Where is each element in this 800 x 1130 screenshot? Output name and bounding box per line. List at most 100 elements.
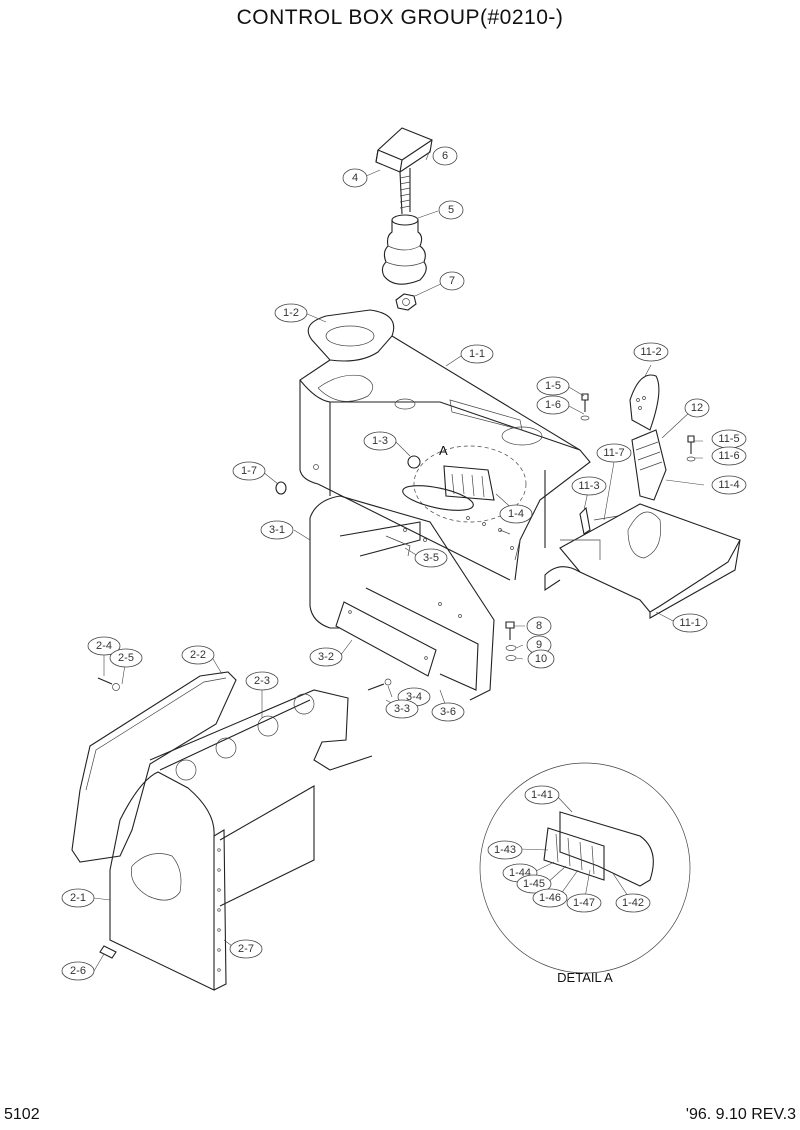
- knob-boot-part: [381, 214, 427, 285]
- callout-2-5: 2-5: [109, 648, 143, 668]
- svg-text:3-3: 3-3: [394, 703, 410, 715]
- callout-1-47: 1-47: [566, 893, 602, 913]
- callout-2-6: 2-6: [61, 961, 95, 981]
- callout-3-6: 3-6: [431, 702, 465, 722]
- side-cover-2-1: [109, 771, 227, 991]
- svg-text:1-5: 1-5: [545, 380, 561, 392]
- svg-text:3-5: 3-5: [423, 552, 439, 564]
- svg-text:1-42: 1-42: [622, 897, 644, 909]
- callout-1-1: 1-1: [460, 344, 494, 364]
- callout-11-2: 11-2: [633, 342, 669, 362]
- svg-text:2-4: 2-4: [96, 640, 112, 652]
- svg-text:1-41: 1-41: [531, 789, 553, 801]
- callout-2-1: 2-1: [61, 888, 95, 908]
- svg-text:11-1: 11-1: [679, 617, 700, 629]
- callout-3-2: 3-2: [309, 647, 343, 667]
- svg-text:2-2: 2-2: [190, 649, 206, 661]
- svg-text:3-6: 3-6: [440, 706, 456, 718]
- revision-date: '96. 9.10 REV.3: [685, 1106, 796, 1123]
- svg-text:2-6: 2-6: [70, 965, 86, 977]
- svg-text:3-2: 3-2: [318, 651, 334, 663]
- callout-11-5: 11-5: [711, 429, 747, 449]
- callout-2-2: 2-2: [181, 645, 215, 665]
- callout-2-4: 2-4: [87, 636, 121, 656]
- svg-text:1-1: 1-1: [469, 348, 485, 360]
- diagram-title: CONTROL BOX GROUP(#0210-): [236, 6, 564, 29]
- callout-11-1: 11-1: [672, 613, 708, 633]
- detail-a-view: [479, 762, 691, 974]
- side-panel-2-2: [71, 671, 237, 863]
- detail-marker-a: A: [439, 443, 448, 458]
- bolt-2-4-2-5: [97, 677, 120, 691]
- callout-2-7: 2-7: [229, 939, 263, 959]
- detail-a-label: DETAIL A: [557, 970, 613, 985]
- callout-2-3: 2-3: [245, 671, 279, 691]
- callout-1-42: 1-42: [615, 893, 651, 913]
- callout-12: 12: [684, 398, 710, 418]
- svg-text:6: 6: [442, 150, 448, 162]
- svg-text:2-7: 2-7: [238, 943, 254, 955]
- callout-1-41: 1-41: [524, 785, 560, 805]
- callout-5: 5: [438, 200, 464, 220]
- screw-3-3-3-4: [367, 678, 392, 691]
- svg-text:1-7: 1-7: [241, 465, 257, 477]
- callout-6: 6: [432, 146, 458, 166]
- svg-text:1-3: 1-3: [372, 435, 388, 447]
- svg-text:11-7: 11-7: [603, 447, 624, 459]
- svg-text:4: 4: [352, 172, 358, 184]
- svg-text:1-6: 1-6: [545, 399, 561, 411]
- page-number: 5102: [4, 1106, 40, 1123]
- svg-text:2-1: 2-1: [70, 892, 86, 904]
- leader-lines: [93, 149, 705, 972]
- callout-1-4: 1-4: [499, 504, 533, 524]
- callout-3-1: 3-1: [260, 520, 294, 540]
- svg-text:8: 8: [536, 620, 542, 632]
- svg-text:2-3: 2-3: [254, 675, 270, 687]
- svg-text:1-4: 1-4: [508, 508, 524, 520]
- svg-text:1-46: 1-46: [539, 892, 561, 904]
- callout-3-3: 3-3: [385, 699, 419, 719]
- callout-1-2: 1-2: [274, 303, 308, 323]
- nut-part: [395, 293, 417, 311]
- callout-3-5: 3-5: [414, 548, 448, 568]
- callout-4: 4: [342, 168, 368, 188]
- lower-box-part: [309, 495, 495, 701]
- svg-text:9: 9: [536, 639, 542, 651]
- joystick-grip-part: [629, 374, 660, 431]
- cover-plate-11-1: [544, 503, 741, 619]
- cover-panel-3-2: [335, 601, 437, 677]
- screws-8-9-10: [505, 621, 517, 661]
- svg-text:2-5: 2-5: [118, 652, 134, 664]
- svg-text:1-43: 1-43: [494, 844, 516, 856]
- callout-1-45: 1-45: [516, 874, 552, 894]
- svg-text:11-6: 11-6: [718, 450, 739, 462]
- small-bolt-1-5: [580, 393, 590, 421]
- callout-1-6: 1-6: [536, 395, 570, 415]
- svg-text:3-1: 3-1: [269, 524, 285, 536]
- svg-text:5: 5: [448, 204, 454, 216]
- bracket-11-3: [579, 506, 619, 535]
- svg-text:1-45: 1-45: [523, 878, 545, 890]
- switch-panel-part: [402, 445, 527, 523]
- callout-1-5: 1-5: [536, 376, 570, 396]
- frame-2-3: [149, 689, 373, 907]
- callout-11-7: 11-7: [596, 443, 632, 463]
- svg-text:11-5: 11-5: [718, 433, 739, 445]
- callout-1-7: 1-7: [232, 461, 266, 481]
- svg-text:11-2: 11-2: [640, 346, 661, 358]
- svg-text:11-3: 11-3: [578, 480, 599, 492]
- callout-1-46: 1-46: [532, 888, 568, 908]
- svg-text:1-2: 1-2: [283, 307, 299, 319]
- callout-1-3: 1-3: [363, 431, 397, 451]
- cap-1-7: [275, 481, 287, 495]
- joystick-body-part: [631, 429, 667, 501]
- callout-8: 8: [526, 616, 552, 636]
- svg-text:10: 10: [535, 653, 547, 665]
- callout-7: 7: [439, 271, 465, 291]
- foot-2-6: [99, 945, 117, 959]
- knob-handle-part: [375, 127, 433, 215]
- callout-11-3: 11-3: [571, 476, 607, 496]
- svg-text:7: 7: [449, 275, 455, 287]
- callout-11-4: 11-4: [711, 475, 747, 495]
